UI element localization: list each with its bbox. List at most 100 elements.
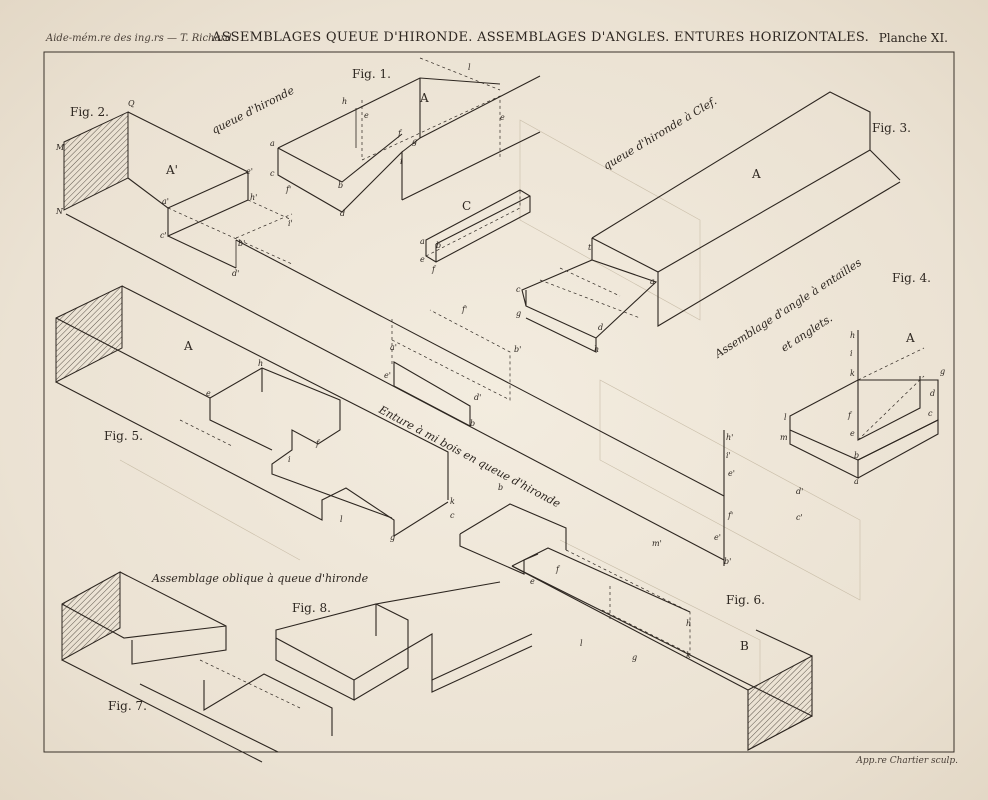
- caption-oblique: Assemblage oblique à queue d'hironde: [151, 572, 369, 585]
- letter-q: Q: [128, 99, 135, 108]
- letter-k-fig4: k: [850, 369, 855, 378]
- figure-6-drawing: [459, 503, 813, 751]
- part-label-a-fig5: A: [183, 339, 193, 353]
- figure-7-drawing: [61, 571, 333, 763]
- letter-e1-fig2: e': [246, 167, 253, 176]
- figure-8-drawing: [275, 581, 533, 701]
- part-label-a-fig3: A: [751, 167, 761, 181]
- letter-g-fig4: g: [940, 367, 945, 376]
- letter-e-fig6: e: [530, 577, 535, 586]
- part-label-b: B: [740, 639, 749, 653]
- letter-h-fig6: h: [686, 619, 691, 628]
- fig5-label: Fig. 5.: [104, 429, 143, 443]
- plate-number: Planche XI.: [878, 31, 948, 45]
- letter-e1-beam: e': [714, 533, 721, 542]
- letter-b1-center: b': [514, 345, 521, 354]
- letter-i-fig5: i: [288, 455, 291, 464]
- letter-h1-beam: h': [726, 433, 733, 442]
- letter-e-fig5: e: [206, 389, 211, 398]
- part-label-a-fig4: A: [905, 331, 915, 345]
- figure-1-drawing: [277, 57, 541, 213]
- letter-i1-fig2: i': [288, 219, 293, 228]
- engraver-credit: App.re Chartier sculp.: [856, 756, 958, 766]
- figure-2-drawing: [63, 111, 293, 269]
- letter-f-fig1: f: [397, 129, 403, 138]
- fig6-label: Fig. 6.: [726, 593, 765, 607]
- letter-c1-beam: c': [796, 513, 803, 522]
- letter-d-fig3: d: [598, 323, 603, 332]
- letter-d-fig1: d: [340, 209, 345, 218]
- figure-4-drawing: [789, 330, 939, 479]
- letter-g-fig3: g: [516, 309, 521, 318]
- letter-d1-beam: d': [796, 487, 803, 496]
- letter-f-c: f: [431, 265, 437, 274]
- letter-b-c: b: [436, 241, 441, 250]
- letter-l-fig1: l: [468, 63, 471, 72]
- letter-e-c: e: [420, 255, 425, 264]
- letter-e-fig1b: e: [500, 113, 505, 122]
- fig4-label: Fig. 4.: [892, 271, 931, 285]
- letter-c-fig1: c: [270, 169, 275, 178]
- letter-b-fig6: b: [498, 483, 503, 492]
- letter-a1-fig2: a': [162, 197, 169, 206]
- central-beam: [65, 213, 725, 566]
- letter-b-fig4: b: [854, 451, 859, 460]
- header-credit: Aide-mém.re des ing.rs — T. Richard.: [46, 33, 235, 44]
- letter-h-fig5: h: [258, 359, 263, 368]
- letter-a-fig3: a: [650, 277, 655, 286]
- fig8-label: Fig. 8.: [292, 601, 331, 615]
- plate-header: Aide-mém.re des ing.rs — T. Richard. ASS…: [0, 30, 988, 50]
- letter-c1-fig2: c': [160, 231, 167, 240]
- letter-f-fig5: f: [315, 439, 321, 448]
- letter-l-fig5: l: [340, 515, 343, 524]
- letter-c-fig4: c: [928, 409, 933, 418]
- letter-c-fig5: c: [450, 511, 455, 520]
- caption-queue-hironde: queue d'hironde: [209, 84, 296, 137]
- letter-a-fig4: a: [854, 477, 859, 486]
- letter-f1-fig2: f': [285, 185, 291, 194]
- letter-d1-center: d': [474, 393, 481, 402]
- plate-frame: [43, 51, 955, 753]
- fig2-label: Fig. 2.: [70, 105, 109, 119]
- letter-e-fig4: e: [850, 429, 855, 438]
- letter-g-fig1: g: [412, 137, 417, 146]
- letter-h-fig3: h: [594, 345, 599, 354]
- part-label-a-prime: A': [165, 163, 178, 177]
- letter-h1-fig2: h': [250, 193, 257, 202]
- fig3-label: Fig. 3.: [872, 121, 911, 135]
- letter-i-fig1: i: [400, 157, 403, 166]
- letter-b1-fig2: b': [238, 239, 245, 248]
- letter-m-fig4: m: [780, 433, 788, 442]
- fig7-label: Fig. 7.: [108, 699, 147, 713]
- letter-h-fig1: h: [342, 97, 347, 106]
- letter-a-c: a: [420, 237, 425, 246]
- fig1-label: Fig. 1.: [352, 67, 391, 81]
- plate-title: ASSEMBLAGES QUEUE D'HIRONDE. ASSEMBLAGES…: [212, 30, 870, 45]
- letter-g-fig6: g: [632, 653, 637, 662]
- letter-d1-fig2: d': [232, 269, 239, 278]
- letter-l-fig6: l: [580, 639, 583, 648]
- caption-queue-hironde-clef: queue d'hironde à Clef.: [601, 94, 719, 172]
- caption-angle-line2: et anglets.: [779, 312, 835, 355]
- part-label-a-fig1: A: [419, 91, 429, 105]
- letter-f-fig4: f: [847, 411, 853, 420]
- letter-t-fig3: t: [588, 243, 592, 252]
- letter-f1-beam: f': [727, 511, 733, 520]
- letter-n: N: [55, 207, 64, 216]
- figure-3-drawing: [521, 91, 901, 353]
- letter-b1-beam: b': [724, 557, 731, 566]
- figure-5-drawing: [55, 285, 511, 537]
- letter-a-fig1: a: [270, 139, 275, 148]
- letter-a1-center: a': [390, 343, 397, 352]
- letter-c-fig3: c: [516, 285, 521, 294]
- letter-k1-beam: e': [728, 469, 735, 478]
- part-label-c: C: [462, 199, 471, 213]
- letter-f-fig6: f: [555, 565, 561, 574]
- letter-b-fig1: b: [338, 181, 343, 190]
- letter-f1-center: f': [461, 305, 467, 314]
- piece-c-drawing: [425, 189, 531, 263]
- ghost-lines: [119, 119, 861, 700]
- letter-e-fig1: e: [364, 111, 369, 120]
